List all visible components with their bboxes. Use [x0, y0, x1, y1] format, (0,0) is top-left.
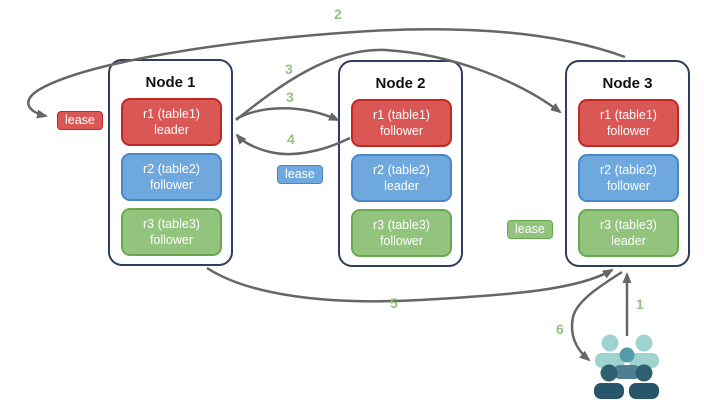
node-2-replica-r2: r2 (table2) leader [351, 154, 452, 202]
replica-role: follower [606, 124, 651, 138]
replica-name: r1 (table1) [373, 107, 430, 122]
replica-name: r2 (table2) [143, 161, 200, 176]
lease-badge-green: lease [507, 220, 553, 239]
node-2: Node 2 r1 (table1) follower r2 (table2) … [338, 60, 463, 267]
step-label-6: 6 [556, 321, 564, 337]
replica-name: r1 (table1) [143, 106, 200, 121]
step-label-3a: 3 [285, 61, 293, 77]
users-group-icon [594, 334, 659, 399]
lease-badge-blue: lease [277, 165, 323, 184]
replica-role: follower [606, 179, 651, 193]
node-1-replica-r1: r1 (table1) leader [121, 98, 222, 146]
replica-role: follower [149, 178, 194, 192]
node-2-replica-r1: r1 (table1) follower [351, 99, 452, 147]
arrow-step-5 [206, 266, 614, 303]
node-3-replica-r3: r3 (table3) leader [578, 209, 679, 257]
arrow-step-3-to-node2 [235, 107, 340, 122]
replica-name: r3 (table3) [600, 217, 657, 232]
node-1-replica-r3: r3 (table3) follower [121, 208, 222, 256]
node-1-replica-r2: r2 (table2) follower [121, 153, 222, 201]
step-label-2: 2 [334, 6, 342, 22]
step-label-3b: 3 [286, 89, 294, 105]
arrow-step-6 [570, 270, 623, 362]
replica-role: follower [379, 234, 424, 248]
node-2-title: Node 2 [375, 75, 426, 92]
replica-role: leader [611, 234, 646, 248]
replica-role: leader [384, 179, 419, 193]
replica-name: r3 (table3) [143, 216, 200, 231]
node-3-title: Node 3 [602, 75, 653, 92]
replica-role: follower [379, 124, 424, 138]
node-1-title: Node 1 [145, 74, 196, 91]
replica-name: r1 (table1) [600, 107, 657, 122]
step-label-1: 1 [636, 296, 644, 312]
replica-name: r2 (table2) [600, 162, 657, 177]
node-2-replica-r3: r3 (table3) follower [351, 209, 452, 257]
step-label-4: 4 [287, 131, 295, 147]
replica-name: r2 (table2) [373, 162, 430, 177]
node-3-replica-r2: r2 (table2) follower [578, 154, 679, 202]
step-label-5: 5 [390, 295, 398, 311]
lease-badge-red: lease [57, 111, 103, 130]
node-3-replica-r1: r1 (table1) follower [578, 99, 679, 147]
replica-name: r3 (table3) [373, 217, 430, 232]
replica-role: follower [149, 233, 194, 247]
replica-role: leader [154, 123, 189, 137]
node-3: Node 3 r1 (table1) follower r2 (table2) … [565, 60, 690, 267]
node-1: Node 1 r1 (table1) leader r2 (table2) fo… [108, 59, 233, 266]
